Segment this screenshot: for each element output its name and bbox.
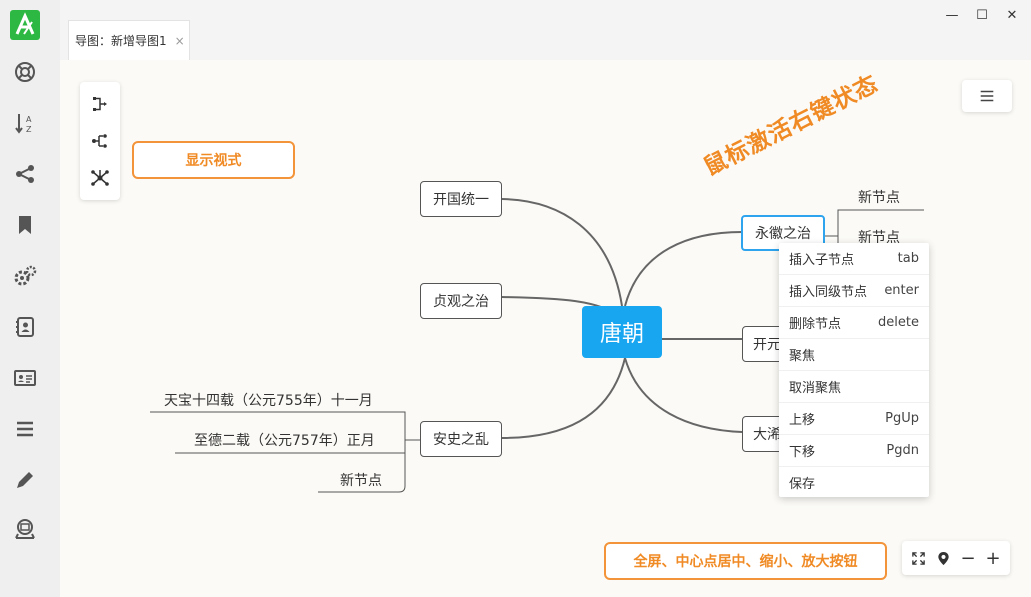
leaf-yonghui-2[interactable]: 新节点 xyxy=(858,230,900,246)
close-button[interactable]: ✕ xyxy=(1006,8,1018,23)
layout-tree-icon[interactable] xyxy=(90,131,110,151)
svg-text:Z: Z xyxy=(26,125,32,134)
lifebuoy-icon[interactable] xyxy=(13,60,37,84)
menu-insert-child[interactable]: 插入子节点 tab xyxy=(779,243,929,275)
menu-save-label: 保存 xyxy=(789,476,816,492)
menu-focus[interactable]: 聚焦 xyxy=(779,339,929,371)
zoom-in-button[interactable]: + xyxy=(985,547,1001,569)
menu-button[interactable] xyxy=(962,80,1012,112)
zoom-out-button[interactable]: − xyxy=(960,547,976,569)
leaf-yonghui-1[interactable]: 新节点 xyxy=(858,190,900,206)
menu-insert-sibling-label: 插入同级节点 xyxy=(789,285,868,300)
share-icon[interactable] xyxy=(13,162,37,186)
menu-insert-child-key: tab xyxy=(897,251,919,266)
node-anshi[interactable]: 安史之乱 xyxy=(420,421,502,457)
display-mode-callout: 显示视式 xyxy=(132,141,295,179)
menu-move-up-label: 上移 xyxy=(789,413,816,428)
contacts-icon[interactable] xyxy=(13,315,37,339)
menu-delete-node-label: 删除节点 xyxy=(789,317,842,332)
bottom-buttons-callout: 全屏、中心点居中、缩小、放大按钮 xyxy=(604,542,887,580)
layout-radial-icon[interactable] xyxy=(90,168,110,188)
bookmark-icon[interactable] xyxy=(13,213,37,237)
logo-icon[interactable] xyxy=(10,10,40,40)
layout-right-icon[interactable] xyxy=(90,94,110,114)
hamburger-icon xyxy=(980,90,994,102)
menu-insert-child-label: 插入子节点 xyxy=(789,253,855,268)
id-card-icon[interactable] xyxy=(13,366,37,390)
menu-move-down-label: 下移 xyxy=(789,445,816,460)
leaf-anshi-2[interactable]: 至德二载（公元757年）正月 xyxy=(194,433,375,449)
maximize-button[interactable]: ☐ xyxy=(976,8,988,23)
menu-insert-sibling[interactable]: 插入同级节点 enter xyxy=(779,275,929,307)
tab-title: 导图：新增导图1 xyxy=(75,34,167,48)
menu-insert-sibling-key: enter xyxy=(884,283,919,298)
svg-text:A: A xyxy=(26,115,32,124)
leaf-anshi-1[interactable]: 天宝十四载（公元755年）十一月 xyxy=(164,393,373,409)
menu-move-down[interactable]: 下移 Pgdn xyxy=(779,435,929,467)
tab-mindmap[interactable]: 导图：新增导图1 × xyxy=(68,20,190,60)
root-node[interactable]: 唐朝 xyxy=(582,306,662,358)
display-mode-toolbox xyxy=(80,82,120,200)
menu-delete-node-key: delete xyxy=(878,315,919,330)
tab-close-icon[interactable]: × xyxy=(174,33,185,48)
node-zhenguan[interactable]: 贞观之治 xyxy=(420,283,502,319)
pencil-icon[interactable] xyxy=(13,468,37,492)
center-button[interactable] xyxy=(933,548,953,568)
menu-unfocus-label: 取消聚焦 xyxy=(789,381,842,396)
menu-move-up[interactable]: 上移 PgUp xyxy=(779,403,929,435)
list-icon[interactable] xyxy=(13,417,37,441)
menu-move-up-key: PgUp xyxy=(885,411,919,426)
location-pin-icon xyxy=(937,551,949,565)
fullscreen-button[interactable] xyxy=(908,548,928,568)
tab-bar: 导图：新增导图1 × — ☐ ✕ xyxy=(60,0,1031,60)
leaf-anshi-3[interactable]: 新节点 xyxy=(340,473,382,489)
fullscreen-icon xyxy=(911,551,925,565)
menu-move-down-key: Pgdn xyxy=(886,443,919,458)
menu-delete-node[interactable]: 删除节点 delete xyxy=(779,307,929,339)
zoom-controls: − + xyxy=(902,541,1010,575)
menu-focus-label: 聚焦 xyxy=(789,349,816,364)
stamp-icon[interactable] xyxy=(13,517,37,541)
menu-save[interactable]: 保存 xyxy=(779,467,929,497)
minimize-button[interactable]: — xyxy=(945,8,959,23)
menu-unfocus[interactable]: 取消聚焦 xyxy=(779,371,929,403)
settings-icon[interactable] xyxy=(13,264,37,288)
node-kaiguo[interactable]: 开国统一 xyxy=(420,181,502,217)
